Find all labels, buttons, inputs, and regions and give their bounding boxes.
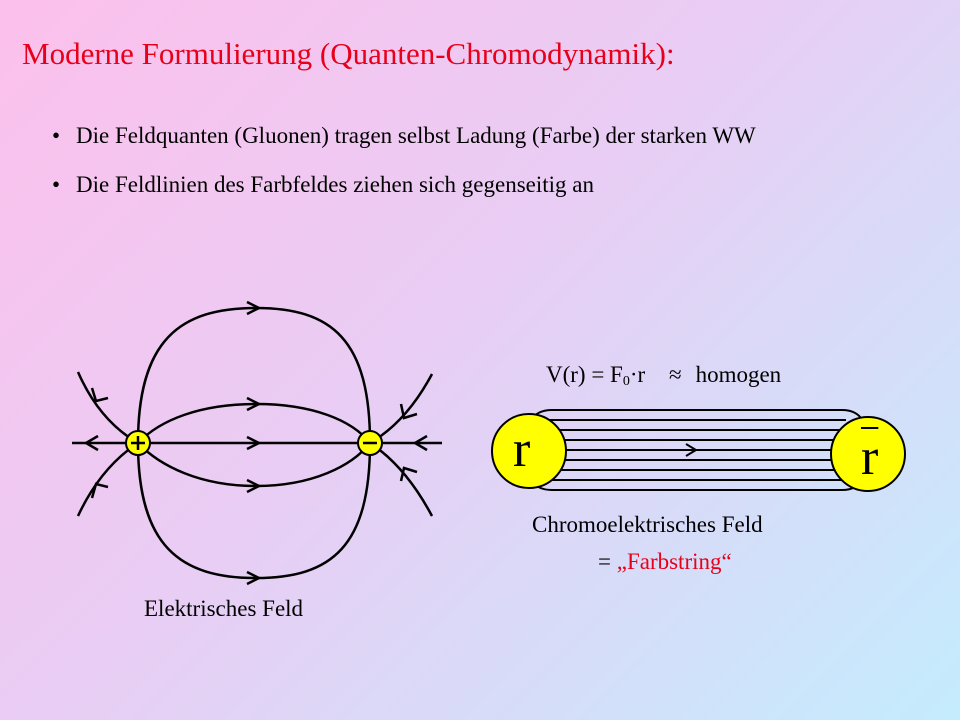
field-line-left-upper [76, 371, 139, 445]
arrow-icon [399, 466, 418, 482]
bullet-item-gluons: • Die Feldquanten (Gluonen) tragen selbs… [52, 120, 912, 151]
flux-tube [522, 409, 870, 491]
antiquark-right-label: r [861, 429, 879, 486]
bullet-text: Die Feldquanten (Gluonen) tragen selbst … [76, 123, 756, 148]
arrow-icon [246, 300, 262, 316]
field-line-left-lower [76, 441, 139, 517]
formula-rhs: ·r [629, 362, 646, 387]
field-line-inner-top [137, 402, 371, 444]
formula-lhs: V(r) = F [546, 362, 623, 387]
caption-equals: = [598, 549, 617, 574]
chromoelectric-field-caption: Chromoelektrisches Feld [532, 512, 763, 537]
bullet-list: • Die Feldquanten (Gluonen) tragen selbs… [52, 120, 912, 218]
arrow-icon [246, 396, 262, 412]
electric-field-caption: Elektrisches Feld [144, 596, 304, 621]
arrow-icon [90, 482, 109, 499]
potential-formula: V(r) = F0·r ≈ homogen [546, 362, 781, 390]
field-line-outer-top [136, 306, 372, 444]
arrow-icon [83, 434, 99, 452]
arrow-icon [412, 434, 428, 452]
arrow-icon [90, 387, 109, 403]
arrow-icon [246, 478, 262, 494]
quark-left-label: r [513, 421, 531, 478]
formula-subscript: 0 [622, 374, 630, 389]
field-line-outer-bottom [136, 442, 372, 580]
bullet-item-field-lines: • Die Feldlinien des Farbfeldes ziehen s… [52, 169, 912, 200]
approx-symbol: ≈ [668, 362, 682, 387]
color-string-term: „Farbstring“ [616, 549, 732, 574]
field-arrows [83, 300, 428, 586]
minus-charge [357, 430, 383, 456]
slide-title: Moderne Formulierung (Quanten-Chromodyna… [22, 36, 675, 71]
quark-left-circle [491, 413, 567, 489]
plus-charge [125, 430, 151, 456]
arrow-icon [246, 435, 262, 451]
formula-word: homogen [695, 362, 782, 387]
arrow-icon [399, 403, 418, 420]
bullet-marker: • [52, 123, 61, 148]
arrow-icon [685, 443, 698, 457]
bullet-marker: • [52, 172, 61, 197]
color-string-caption: = „Farbstring“ [598, 549, 732, 575]
bullet-text: Die Feldlinien des Farbfeldes ziehen sic… [76, 172, 594, 197]
field-line-inner-bottom [137, 442, 371, 488]
arrow-icon [246, 570, 262, 586]
antiquark-right-circle [830, 416, 906, 492]
